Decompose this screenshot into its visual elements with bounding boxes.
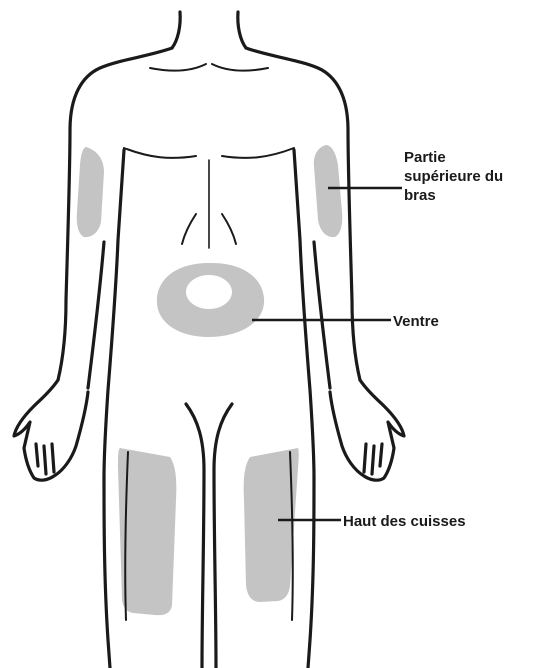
label-abdomen: Ventre bbox=[393, 312, 439, 331]
label-upper-arm-line-2: supérieure du bbox=[404, 167, 503, 186]
zone-abdomen bbox=[157, 263, 264, 337]
zone-left-upper-arm bbox=[77, 147, 104, 237]
body-outline bbox=[14, 12, 404, 668]
label-thighs: Haut des cuisses bbox=[343, 512, 466, 531]
label-upper-arm-line-1: Partie bbox=[404, 148, 503, 167]
label-upper-arm-line-3: bras bbox=[404, 186, 503, 205]
label-upper-arm: Partie supérieure du bras bbox=[404, 148, 503, 205]
zone-right-upper-arm bbox=[314, 145, 342, 237]
